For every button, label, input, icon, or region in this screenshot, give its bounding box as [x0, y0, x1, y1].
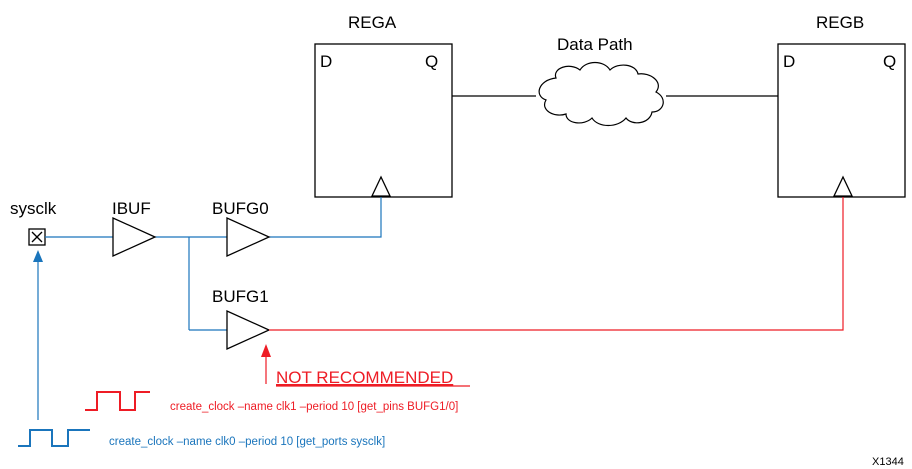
- bufg0-buffer-icon: [226, 216, 271, 258]
- clock-net-bufg1: [269, 197, 844, 331]
- regb-clock-pin-icon: [832, 175, 854, 197]
- ibuf-buffer-icon: [112, 216, 157, 258]
- rega-clock-pin-icon: [370, 175, 392, 197]
- bufg0-label: BUFG0: [212, 199, 269, 218]
- data-path-cloud-icon: [538, 61, 664, 127]
- clk0-arrow-icon: [33, 250, 43, 262]
- regb-title: REGB: [816, 13, 864, 32]
- regb-box: [777, 43, 906, 198]
- regb-q-pin: Q: [883, 52, 896, 71]
- clock-net-sysclk: [37, 197, 382, 420]
- rega-box: [314, 43, 453, 198]
- data-path-label: Data Path: [557, 35, 633, 54]
- rega-d-pin: D: [320, 52, 332, 71]
- bufg1-buffer-icon: [226, 309, 271, 351]
- regb-register: REGB D Q: [777, 13, 906, 198]
- ibuf-label: IBUF: [112, 199, 151, 218]
- regb-d-pin: D: [783, 52, 795, 71]
- clk0-waveform-icon: [18, 429, 90, 447]
- rega-title: REGA: [348, 13, 397, 32]
- not-recommended-arrow-icon: [261, 344, 271, 357]
- constraint-clk0-text: create_clock –name clk0 –period 10 [get_…: [109, 436, 385, 448]
- bufg1-label: BUFG1: [212, 287, 269, 306]
- figure-id: X1344: [872, 456, 904, 468]
- sysclk-port: sysclk: [10, 199, 57, 246]
- rega-register: REGA D Q: [314, 13, 453, 198]
- constraint-clk1-text: create_clock –name clk1 –period 10 [get_…: [170, 401, 458, 413]
- sysclk-label: sysclk: [10, 199, 57, 218]
- rega-q-pin: Q: [425, 52, 438, 71]
- clk1-waveform-icon: [85, 391, 150, 411]
- not-recommended-label: NOT RECOMMENDED: [276, 368, 453, 387]
